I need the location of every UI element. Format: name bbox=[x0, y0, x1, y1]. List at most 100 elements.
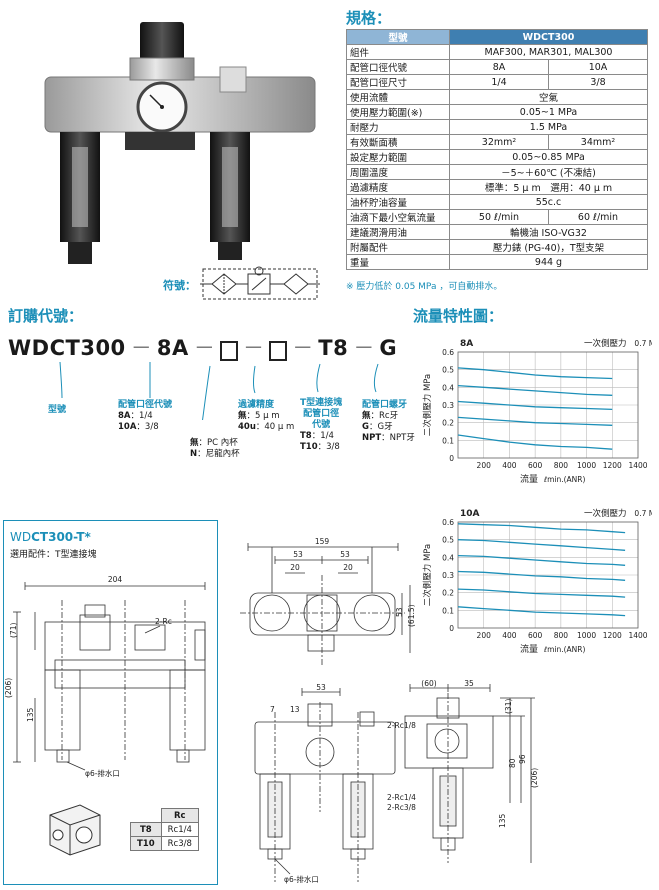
filter-title: 過濾精度 bbox=[238, 400, 275, 410]
dim-159: 159 bbox=[315, 537, 330, 546]
code-bowl-box bbox=[219, 340, 238, 361]
dim-53a: 53 bbox=[293, 550, 303, 559]
dim-60: (60) bbox=[421, 679, 436, 688]
bowl-opt2-val: ：尼龍內杯 bbox=[197, 449, 240, 459]
dim-96: 96 bbox=[518, 754, 527, 764]
front-view-drawing: 53 7 13 φ6-排水口 bbox=[254, 683, 396, 884]
spec-row-label: 油杯貯油容量 bbox=[346, 194, 450, 210]
tport-title2: 配管口徑 bbox=[303, 409, 340, 419]
symbol-label: 符號： bbox=[163, 279, 196, 292]
x-tick-label: 600 bbox=[528, 631, 543, 640]
flow-title: 流量特性圖： bbox=[413, 307, 504, 325]
dim-rc14: 2-Rc1/4 bbox=[387, 793, 416, 802]
side-view-drawing: (60) 35 2-Rc1/8 2-Rc1/4 2-Rc3/8 (31) 80 … bbox=[387, 679, 539, 863]
spec-row-label: 使用壓力範圍(※) bbox=[346, 104, 450, 120]
tport-title3: 代號 bbox=[312, 420, 331, 430]
spec-row-label: 油滴下最小空氣流量 bbox=[346, 209, 450, 225]
dim-rc38: 2-Rc3/8 bbox=[387, 803, 416, 812]
series-line bbox=[457, 400, 613, 411]
thread-opt3: NPT bbox=[362, 433, 382, 443]
port-opt1-val: ：1/4 bbox=[130, 411, 153, 421]
code-tport: T8 bbox=[318, 336, 349, 360]
spec-row-value: 0.05~1 MPa bbox=[449, 104, 648, 120]
x-axis-unit: ℓmin.(ANR) bbox=[543, 645, 586, 654]
product-photo bbox=[44, 22, 316, 264]
y-tick-label: 0.4 bbox=[442, 553, 454, 562]
primary-pressure-label: 一次側壓力 bbox=[584, 338, 627, 349]
dim-35: 35 bbox=[464, 679, 474, 688]
order-port-block: 配管口徑代號 8A：1/4 10A：3/8 bbox=[118, 400, 172, 433]
rc-row-key: T8 bbox=[130, 822, 162, 837]
spec-row-label: 組件 bbox=[346, 44, 450, 60]
code-model: WDCT300 bbox=[8, 336, 126, 360]
order-filter-block: 過濾精度 無：5 μ m 40u：40 μ m bbox=[238, 400, 294, 433]
thread-title: 配管口螺牙 bbox=[362, 400, 408, 410]
tport-opt2: T10 bbox=[300, 442, 318, 452]
y-tick-label: 0.1 bbox=[442, 606, 454, 615]
spec-row-value: 0.05~0.85 MPa bbox=[449, 149, 648, 165]
y-tick-label: 0.6 bbox=[442, 348, 454, 357]
spec-row: 使用流體空氣 bbox=[346, 89, 648, 105]
y-tick-label: 0.5 bbox=[442, 536, 454, 545]
dim-53b: 53 bbox=[340, 550, 350, 559]
series-line bbox=[457, 539, 626, 551]
tblock-iso bbox=[49, 804, 101, 856]
spec-header-model: WDCT300 bbox=[449, 29, 648, 45]
y-tick-label: 0 bbox=[449, 624, 454, 633]
spec-header-label: 型號 bbox=[346, 29, 450, 45]
series-line bbox=[457, 384, 613, 396]
port-code-title: 配管口徑代號 bbox=[118, 400, 173, 410]
y-tick-label: 0 bbox=[449, 454, 454, 463]
tblock-title-main: CT300-T* bbox=[31, 530, 91, 544]
primary-pressure-value: 0.7 MPa bbox=[634, 509, 652, 518]
tport-opt1: T8 bbox=[300, 431, 312, 441]
spec-row-label: 配管口徑代號 bbox=[346, 59, 450, 75]
dim-13: 13 bbox=[290, 705, 300, 714]
series-line bbox=[457, 554, 626, 566]
tport-title1: T型連接塊 bbox=[300, 398, 343, 408]
series-line bbox=[457, 588, 626, 598]
top-view-drawing: 159 53 53 20 20 53 (61.5) bbox=[240, 537, 415, 665]
x-tick-label: 1200 bbox=[603, 461, 622, 470]
dim-53d: 53 bbox=[316, 683, 326, 692]
y-tick-label: 0.4 bbox=[442, 383, 454, 392]
tport-opt1-val: ：1/4 bbox=[311, 431, 334, 441]
x-tick-label: 600 bbox=[528, 461, 543, 470]
y-tick-label: 0.3 bbox=[442, 571, 454, 580]
primary-pressure-label: 一次側壓力 bbox=[584, 508, 627, 519]
x-tick-label: 1400 bbox=[628, 631, 647, 640]
bowl-opt1: 無 bbox=[190, 438, 199, 448]
thread-opt3-val: ：NPT牙 bbox=[381, 433, 415, 443]
series-line bbox=[457, 523, 626, 534]
thread-opt1: 無 bbox=[362, 411, 371, 421]
dim-rc18: 2-Rc1/8 bbox=[387, 721, 416, 730]
dim-drain: φ6-排水口 bbox=[85, 768, 120, 778]
spec-row-value: －5~＋60℃ (不凍結) bbox=[449, 164, 648, 180]
code-filter-box bbox=[269, 340, 288, 361]
spec-row: 使用壓力範圍(※)0.05~1 MPa bbox=[346, 104, 648, 120]
x-axis-label: 流量 bbox=[520, 473, 538, 485]
dim-135: 135 bbox=[26, 707, 35, 722]
tblock-title: WDCT300-T* bbox=[10, 530, 91, 544]
x-tick-label: 200 bbox=[477, 461, 492, 470]
code-thread: G bbox=[379, 336, 398, 360]
x-tick-label: 800 bbox=[554, 461, 569, 470]
code-dash: － bbox=[243, 336, 265, 360]
spec-row-label: 重量 bbox=[346, 254, 450, 270]
tblock-drawing: 204 (71) (206) 135 2-Rc φ6-排水口 bbox=[5, 575, 206, 778]
order-bowl-block: 無：PC 內杯 N：尼龍內杯 bbox=[190, 438, 240, 460]
spec-row-value-2: 10A bbox=[547, 59, 649, 75]
order-tport-block: T型連接塊 配管口徑 代號 T8：1/4 T10：3/8 bbox=[300, 398, 342, 453]
dim-20b: 20 bbox=[343, 563, 353, 572]
dim-20a: 20 bbox=[290, 563, 300, 572]
filter-opt2: 40u bbox=[238, 422, 256, 432]
y-axis-label: 二次側壓力 MPa bbox=[422, 544, 433, 607]
order-code: WDCT300 － 8A － － － T8 － G bbox=[8, 332, 397, 362]
